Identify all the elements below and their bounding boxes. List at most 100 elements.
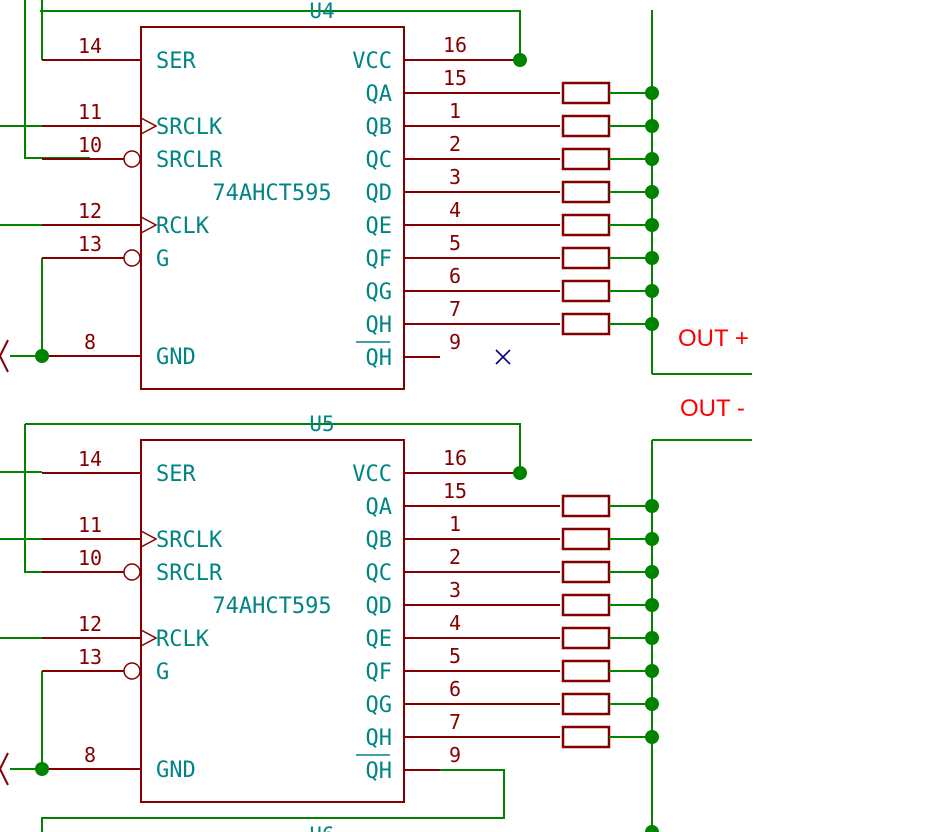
pin-number: 16 bbox=[443, 33, 467, 57]
pin-number: 15 bbox=[443, 66, 467, 90]
junction-dot bbox=[645, 284, 659, 298]
pin-name: QD bbox=[366, 181, 393, 206]
pin-number: 5 bbox=[449, 231, 461, 255]
resistor bbox=[561, 114, 611, 138]
junction-dot bbox=[645, 185, 659, 199]
chip-u5: U574AHCT59514SER11SRCLK10SRCLR12RCLK13G8… bbox=[0, 412, 659, 803]
pin-name: QE bbox=[366, 627, 393, 652]
resistor bbox=[561, 725, 611, 749]
resistor bbox=[561, 626, 611, 650]
pin-name: SER bbox=[156, 462, 196, 487]
pin-number: 3 bbox=[449, 578, 461, 602]
resistor bbox=[561, 180, 611, 204]
pin-number: 4 bbox=[449, 611, 461, 635]
next-chip-ref: U6 bbox=[309, 823, 334, 832]
resistor bbox=[561, 246, 611, 270]
chip-ref: U4 bbox=[309, 0, 334, 23]
pin-name: QC bbox=[366, 561, 393, 586]
junction-dot bbox=[645, 631, 659, 645]
junction-dot bbox=[645, 86, 659, 100]
pin-name: VCC bbox=[352, 462, 392, 487]
junction-dot bbox=[645, 119, 659, 133]
junction-dot-gnd bbox=[35, 762, 49, 776]
pin-name: QD bbox=[366, 594, 393, 619]
pin-clock-marker bbox=[140, 530, 158, 548]
chip-ref: U5 bbox=[309, 412, 334, 436]
resistor bbox=[561, 279, 611, 303]
pin-name: SRCLR bbox=[156, 148, 223, 173]
junction-dot-bottom bbox=[645, 825, 659, 832]
pin-number: 13 bbox=[78, 645, 102, 669]
pin-name: RCLK bbox=[156, 627, 210, 652]
pin-clock-marker bbox=[140, 629, 158, 647]
resistor bbox=[561, 692, 611, 716]
pin-number: 10 bbox=[78, 546, 102, 570]
pin-name: SRCLK bbox=[156, 115, 223, 140]
junction-dot bbox=[645, 565, 659, 579]
pin-number: 11 bbox=[78, 100, 102, 124]
pin-name: SRCLR bbox=[156, 561, 223, 586]
pin-name: GND bbox=[156, 345, 196, 370]
pin-number: 14 bbox=[78, 34, 102, 58]
pin-name: QH bbox=[366, 759, 393, 784]
labels-layer: U6 OUT + OUT - bbox=[309, 325, 749, 832]
pin-number: 13 bbox=[78, 232, 102, 256]
junction-dot bbox=[645, 598, 659, 612]
wire-u5-vcc-top bbox=[25, 423, 521, 472]
wire-u4-vcc-feed bbox=[40, 10, 521, 60]
pin-name: QH bbox=[366, 313, 393, 338]
junction-dot-vcc bbox=[513, 466, 527, 480]
chip-body bbox=[140, 26, 405, 390]
pin-number: 6 bbox=[449, 677, 461, 701]
no-connect-marker bbox=[495, 349, 511, 365]
pin-name: G bbox=[156, 660, 169, 685]
junction-dot bbox=[645, 664, 659, 678]
junction-dot bbox=[645, 251, 659, 265]
pin-bubble bbox=[123, 662, 141, 680]
net-label-out-plus: OUT + bbox=[678, 325, 749, 352]
chip-u4: U474AHCT59514SER11SRCLK10SRCLR12RCLK13G8… bbox=[0, 0, 659, 390]
pin-name: QA bbox=[366, 82, 393, 107]
pin-name: SER bbox=[156, 49, 196, 74]
pin-name: SRCLK bbox=[156, 528, 223, 553]
resistor bbox=[561, 147, 611, 171]
pin-bubble bbox=[123, 249, 141, 267]
pin-number: 5 bbox=[449, 644, 461, 668]
pin-number: 6 bbox=[449, 264, 461, 288]
pin-name: QA bbox=[366, 495, 393, 520]
pin-name: QB bbox=[366, 528, 393, 553]
chips-layer: U474AHCT59514SER11SRCLK10SRCLR12RCLK13G8… bbox=[0, 0, 659, 832]
chip-value: 74AHCT595 bbox=[212, 594, 331, 619]
resistor bbox=[561, 494, 611, 518]
pin-number: 8 bbox=[84, 330, 96, 354]
pin-name: QC bbox=[366, 148, 393, 173]
pin-number: 8 bbox=[84, 743, 96, 767]
junction-dot bbox=[645, 317, 659, 331]
junction-dot bbox=[645, 697, 659, 711]
pin-number: 3 bbox=[449, 165, 461, 189]
pin-number: 7 bbox=[449, 710, 461, 734]
junction-dot bbox=[645, 730, 659, 744]
ground-symbol bbox=[0, 339, 9, 373]
pin-name: QF bbox=[366, 660, 393, 685]
resistor bbox=[561, 213, 611, 237]
pin-clock-marker bbox=[140, 216, 158, 234]
pin-bubble bbox=[123, 150, 141, 168]
wire-u5-qh-cascade bbox=[41, 769, 505, 832]
pin-name: G bbox=[156, 247, 169, 272]
chip-body bbox=[140, 439, 405, 803]
pin-number: 14 bbox=[78, 447, 102, 471]
pin-name: QG bbox=[366, 693, 393, 718]
resistor bbox=[561, 659, 611, 683]
ground-symbol bbox=[0, 752, 9, 786]
pin-number: 7 bbox=[449, 297, 461, 321]
pin-name: QH bbox=[366, 346, 393, 371]
pin-name: QB bbox=[366, 115, 393, 140]
pin-name: RCLK bbox=[156, 214, 210, 239]
resistor bbox=[561, 81, 611, 105]
junction-dot bbox=[645, 499, 659, 513]
pin-number: 12 bbox=[78, 199, 102, 223]
junction-dot-gnd bbox=[35, 349, 49, 363]
pin-name: QE bbox=[366, 214, 393, 239]
